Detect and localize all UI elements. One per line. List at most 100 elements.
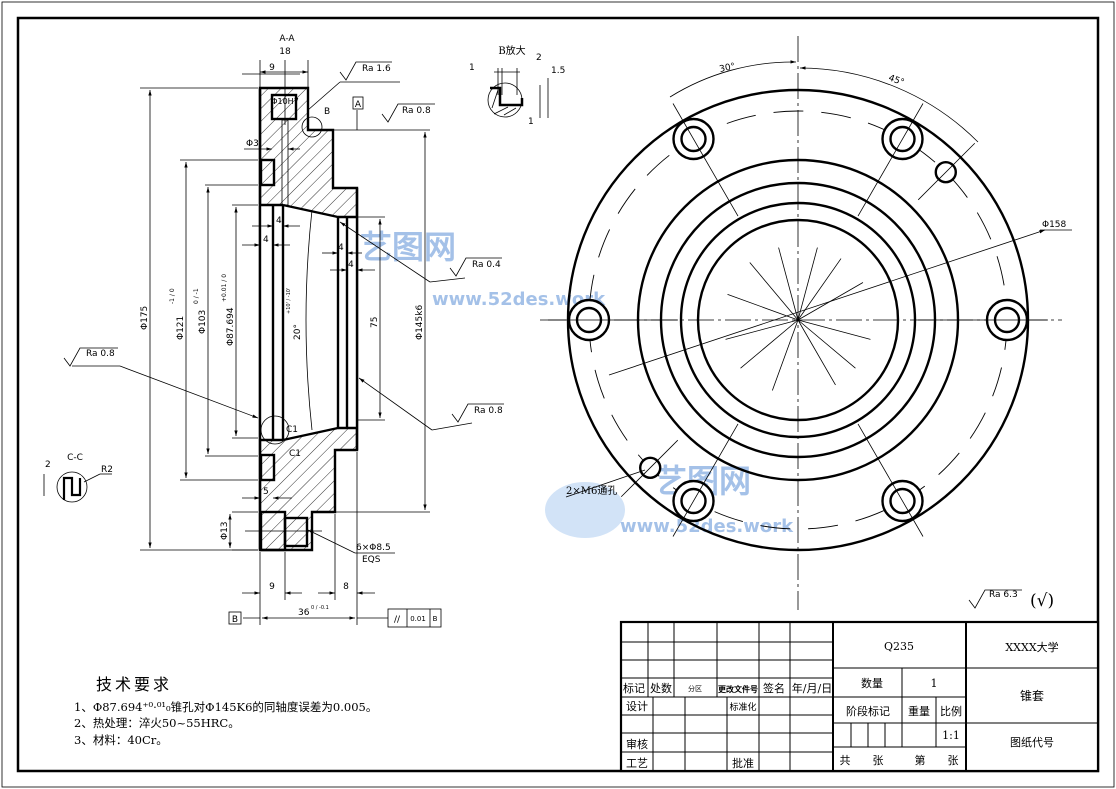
detail-b-dim-1b: 1	[528, 117, 534, 127]
roughness-right: Ra 0.8	[474, 406, 503, 416]
dim-36: 36	[298, 608, 310, 618]
dim-8-bottom: 8	[343, 582, 349, 592]
datum-b-label: B	[232, 615, 238, 625]
sheet-label-2: 张	[948, 754, 959, 767]
dim-5: 5	[263, 487, 269, 497]
groove-top	[259, 158, 276, 187]
general-roughness: Ra 6.3	[989, 590, 1018, 600]
construction-line	[725, 319, 799, 340]
dim-10h7: Φ10H7	[271, 97, 299, 106]
tolerance-value: 0.01	[410, 615, 426, 623]
detail-b-title: B放大	[498, 44, 525, 57]
dim-phi121: Φ121	[176, 316, 186, 340]
bore-circle	[696, 218, 900, 422]
stage-label: 阶段标记	[846, 704, 890, 718]
bolt-hole-centerline	[857, 423, 924, 537]
dim-angle20-tol: +10' / -10'	[286, 288, 292, 314]
detail-c-circle	[260, 415, 290, 445]
dim-angle20: 20°	[293, 324, 303, 340]
dim-4a: 4	[276, 216, 282, 226]
page-label: 第	[915, 753, 926, 767]
construction-line	[740, 319, 799, 369]
dim-4d: 4	[348, 260, 354, 270]
scale-label: 比例	[940, 704, 962, 718]
dim-phi103-tol: 0 / -1	[193, 288, 200, 304]
roughness-top: Ra 1.6	[362, 64, 391, 74]
scale-value: 1:1	[942, 729, 960, 742]
dim-phi145k6: Φ145k6	[415, 305, 425, 340]
rev-header: 处数	[650, 682, 672, 695]
detail-b-label: B	[324, 107, 330, 117]
tapped-hole-centerline	[620, 439, 679, 498]
dim-phi121-tol: -1 / 0	[169, 288, 176, 304]
dim-4c: 4	[338, 243, 344, 253]
construction-line	[749, 262, 799, 321]
dim-4b: 4	[263, 235, 269, 245]
detail-b-dim-1: 1	[469, 63, 475, 73]
dim-phi13: Φ13	[220, 521, 230, 540]
section-c-r2: R2	[101, 465, 113, 475]
rev-header: 年/月/日	[792, 681, 832, 695]
dim-phi3: Φ3	[246, 139, 259, 149]
tech-req-item: 2、热处理：淬火50~55HRC。	[74, 716, 240, 730]
rev-header: 标记	[623, 681, 645, 695]
rev-header: 分区	[688, 684, 702, 693]
technical-requirements: 技术要求 1、Φ87.694⁺⁰·⁰¹₀锥孔对Φ145K6的同轴度误差为0.00…	[74, 675, 377, 747]
total-label: 共	[840, 754, 851, 767]
detail-b-circle	[301, 116, 323, 138]
review-label: 审核	[626, 737, 648, 751]
bolt-hole	[889, 487, 916, 515]
parallelism-tolerance-frame: // 0.01 B	[387, 608, 442, 628]
section-c-c: C-C 2 R2	[43, 453, 113, 503]
dim-phi87: Φ87.694	[226, 307, 236, 346]
bolt-hole-centerline	[672, 423, 739, 537]
watermark-url: www.52des.work	[432, 289, 606, 310]
bolt-hole-centerline	[857, 103, 924, 217]
dim-phi158: Φ158	[1042, 220, 1067, 230]
section-title: A-A	[279, 34, 295, 44]
construction-line	[778, 247, 799, 321]
roughness-cone: Ra 0.4	[472, 260, 501, 270]
section-c-dim-2: 2	[45, 460, 51, 470]
part-name: 锥套	[1020, 689, 1044, 703]
approve-label: 批准	[732, 756, 754, 770]
standardize-label: 标准化	[729, 701, 756, 713]
roughness-symbols	[63, 61, 1022, 609]
dim-9-bottom: 9	[269, 582, 275, 592]
weight-label: 重量	[908, 704, 930, 718]
roughness-left: Ra 0.8	[86, 349, 115, 359]
watermark-globe	[545, 482, 625, 538]
material: Q235	[884, 640, 914, 653]
detail-b-enlarged: B放大 1 2 1.5 1	[469, 44, 565, 127]
tech-req-title: 技术要求	[96, 675, 172, 694]
design-label: 设计	[626, 700, 648, 713]
quantity-value: 1	[931, 677, 938, 690]
tolerance-symbol: //	[394, 615, 401, 625]
tech-req-item: 1、Φ87.694⁺⁰·⁰¹₀锥孔对Φ145K6的同轴度误差为0.005。	[74, 700, 377, 714]
dim-75: 75	[370, 317, 380, 328]
datum-a-label: A	[355, 100, 362, 110]
bolt-hole	[680, 125, 707, 153]
datum-b-box	[228, 611, 242, 625]
tapped-hole-label: 2×M6通孔	[566, 485, 617, 497]
dim-phi175: Φ175	[140, 306, 150, 330]
section-c-title: C-C	[67, 453, 83, 463]
tech-req-item: 3、材料：40Cr。	[74, 733, 168, 747]
dim-phi103: Φ103	[198, 310, 208, 334]
dim-18: 18	[279, 47, 291, 57]
dimension-lines	[72, 60, 473, 625]
watermark-brand: 艺图网	[360, 228, 456, 266]
tapped-hole-centerline	[917, 142, 976, 201]
construction-line	[797, 247, 818, 321]
detail-b-dim-2: 2	[536, 53, 542, 63]
dim-eqs: EQS	[362, 555, 381, 565]
detail-b-dim-1-5: 1.5	[551, 66, 565, 76]
groove-bottom	[259, 453, 276, 482]
dim-9-top: 9	[269, 63, 275, 73]
construction-line	[797, 319, 871, 340]
oil-hole	[270, 93, 298, 121]
sheet-label: 张	[873, 754, 884, 767]
bolt-hole	[889, 125, 916, 153]
